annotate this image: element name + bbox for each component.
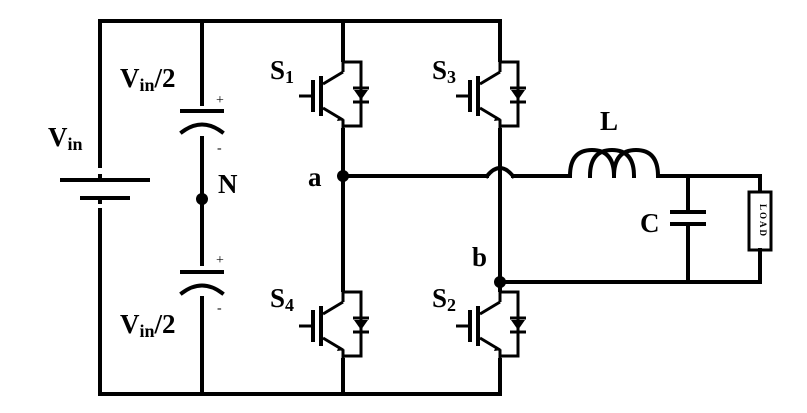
label-inductor: L (600, 106, 618, 136)
neutral-node (196, 193, 208, 205)
capacitor-c (670, 174, 706, 284)
polarity-plus-bottom: + (216, 253, 224, 268)
label-s3: S3 (432, 55, 456, 87)
label-node-a: a (308, 162, 322, 192)
label-node-b: b (472, 242, 487, 272)
polarity-minus-bottom: - (217, 301, 222, 316)
polarity-minus-top: - (217, 141, 222, 156)
dc-bus-wires (98, 19, 502, 396)
label-neutral: N (218, 169, 238, 199)
label-vin-half-top: Vin/2 (120, 63, 176, 95)
inductor-l (567, 147, 762, 179)
dc-source-vin (60, 168, 150, 208)
switch-s1 (297, 56, 371, 132)
polarity-plus-top: + (216, 93, 224, 108)
node-a-dot (337, 170, 349, 182)
label-vin: Vin (48, 122, 83, 154)
label-s2: S2 (432, 283, 456, 315)
capacitor-top (179, 106, 225, 136)
label-vin-half-bottom: Vin/2 (120, 309, 176, 341)
label-s1: S1 (270, 55, 294, 87)
capacitor-bottom (179, 266, 225, 296)
label-load: LOAD (758, 204, 768, 238)
label-capacitor: C (640, 208, 660, 238)
phase-leg-wires (341, 19, 762, 396)
switch-s2 (454, 286, 528, 362)
load-block (747, 174, 773, 284)
node-b-dot (494, 276, 506, 288)
switch-s3 (454, 56, 528, 132)
label-s4: S4 (270, 283, 294, 315)
switch-s4 (297, 286, 371, 362)
